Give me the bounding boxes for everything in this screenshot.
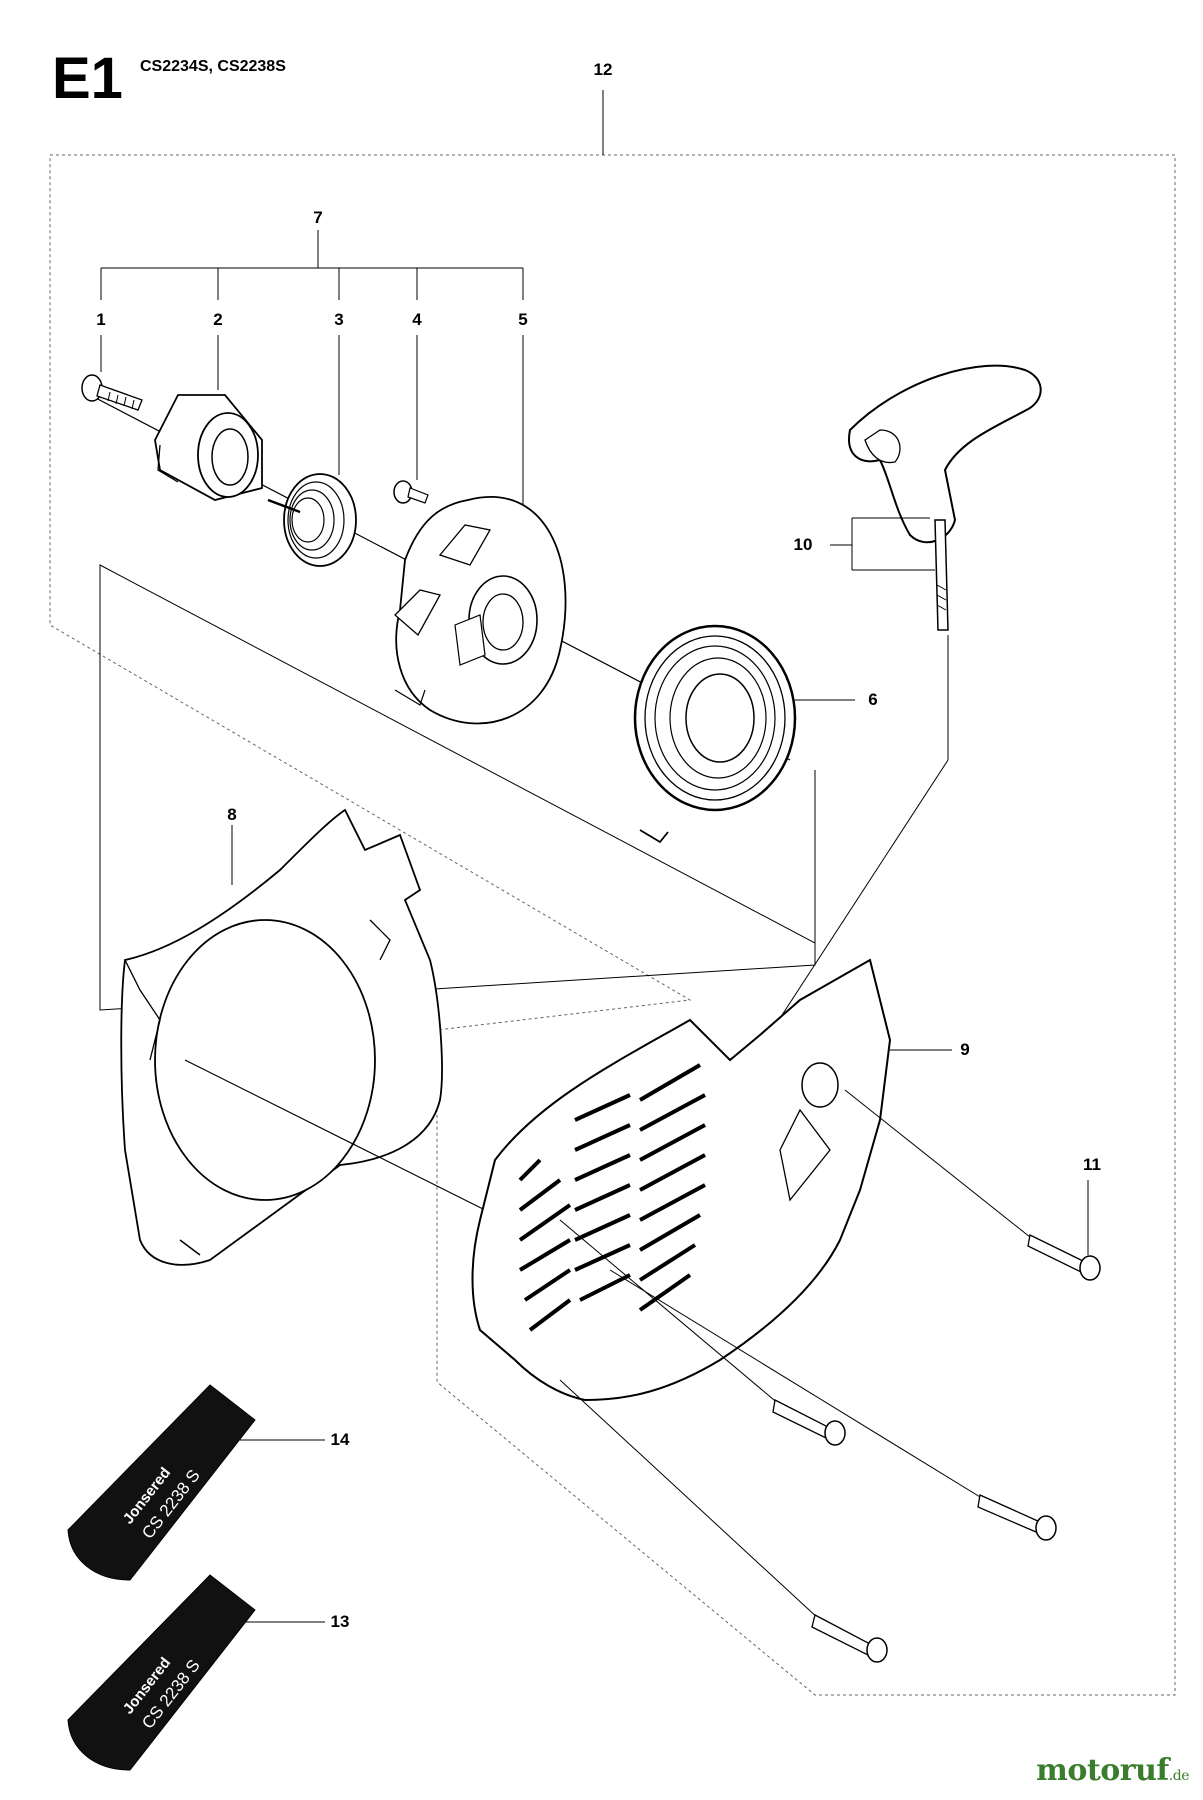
callout-2: 2	[213, 310, 223, 329]
part-1-screw	[81, 374, 143, 411]
callout-13: 13	[330, 1612, 350, 1631]
part-9-starter-cover	[471, 958, 952, 1402]
callout-6: 6	[868, 690, 878, 709]
callout-10: 10	[793, 535, 813, 554]
callout-5: 5	[518, 310, 528, 329]
site-watermark: motoruf.de	[1036, 1753, 1189, 1788]
part-6-recoil-spring	[633, 624, 855, 844]
callout-11: 11	[1083, 1155, 1101, 1174]
callout-1: 1	[96, 310, 106, 329]
watermark-tld: .de	[1168, 1768, 1190, 1784]
callout-9: 9	[960, 1040, 970, 1059]
callout-8: 8	[227, 805, 237, 824]
part-11-screw-3	[609, 1269, 1057, 1541]
part-3-coil-spring	[267, 473, 357, 567]
section-code: E1	[52, 46, 123, 111]
part-8-fan-housing	[120, 808, 443, 1266]
part-4-screw	[393, 480, 429, 504]
part-11-screw	[844, 1089, 1101, 1281]
part-11-screw-4	[559, 1379, 888, 1663]
assembly-frame-outline	[49, 154, 1176, 1696]
part-13-decal: Jonsered CS 2238 S	[67, 1574, 325, 1771]
callout-4: 4	[412, 310, 422, 329]
part-11-screw-2	[559, 1219, 846, 1446]
model-list: CS2234S, CS2238S	[140, 58, 286, 75]
part-14-decal: Jonsered CS 2238 S	[67, 1384, 325, 1581]
watermark-name: motoruf	[1036, 1753, 1169, 1788]
callout-7: 7	[313, 208, 323, 227]
callout-3: 3	[334, 310, 344, 329]
part-2-pulley	[154, 394, 263, 501]
callout-12: 12	[593, 60, 613, 79]
part-10-starter-handle	[729, 364, 1042, 1096]
callout-14: 14	[330, 1430, 350, 1449]
part-5-pawl-disc	[394, 496, 567, 725]
